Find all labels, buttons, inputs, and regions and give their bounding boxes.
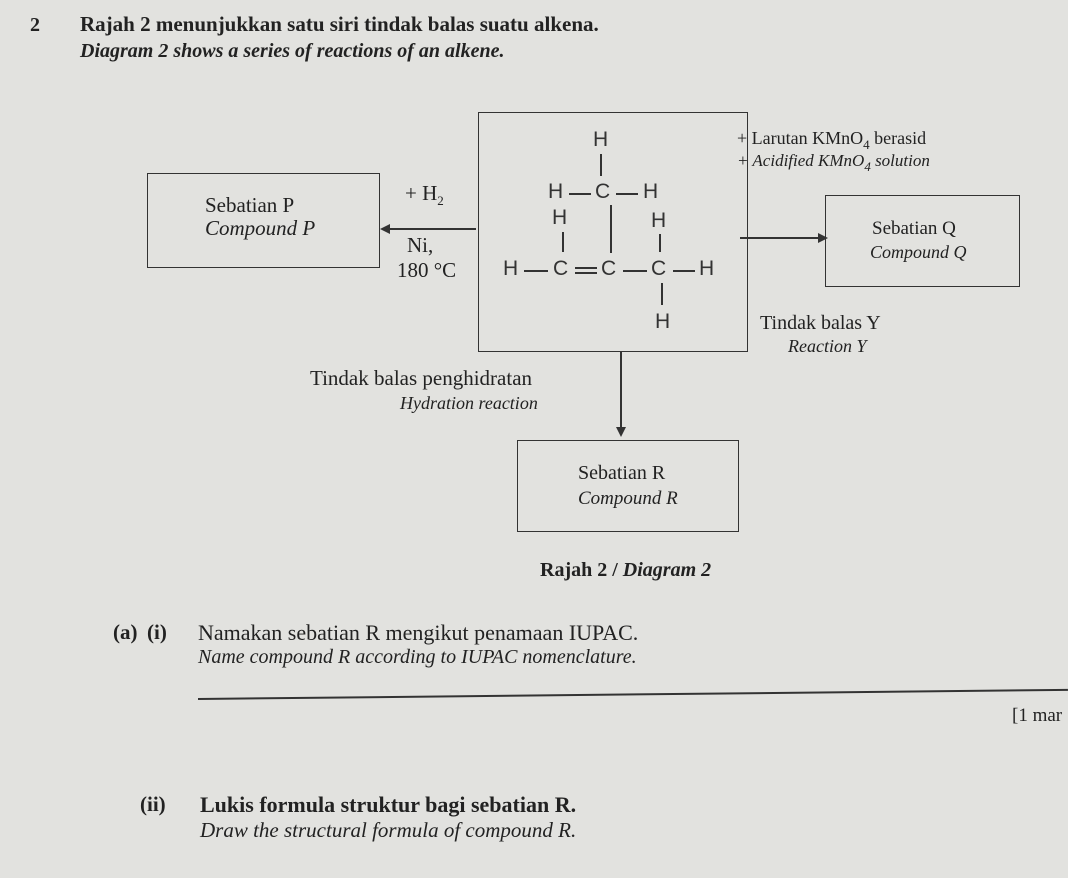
bond (562, 232, 564, 252)
arrow-to-q-head (818, 233, 828, 243)
bond (600, 154, 602, 176)
compound-q-box (825, 195, 1020, 287)
arrow-to-p-line (388, 228, 476, 230)
alkene-structure-box (478, 112, 748, 352)
diagram-caption: Rajah 2 / Diagram 2 (540, 559, 712, 581)
bond (673, 270, 695, 272)
intro-english: Diagram 2 shows a series of reactions of… (80, 40, 505, 62)
compound-p-label-malay: Sebatian P (205, 193, 295, 217)
hydration-label-english: Hydration reaction (400, 393, 538, 413)
question-number: 2 (30, 14, 40, 36)
bond (616, 193, 638, 195)
atom-c-methyl: C (595, 180, 611, 203)
sub-i-label: (i) (147, 620, 167, 644)
reaction-y-malay: Tindak balas Y (760, 312, 881, 334)
atom-c2: C (601, 257, 617, 280)
question-ai-english: Name compound R according to IUPAC nomen… (198, 646, 637, 668)
bond (661, 283, 663, 305)
bond (524, 270, 548, 272)
compound-r-label-malay: Sebatian R (578, 462, 666, 484)
condition-h2: + H2 (405, 181, 444, 208)
reaction-y-english: Reaction Y (788, 336, 867, 356)
intro-malay: Rajah 2 menunjukkan satu siri tindak bal… (80, 12, 599, 36)
atom-h-c1-top: H (552, 206, 568, 229)
atom-h-methyl-left: H (548, 180, 564, 203)
hydration-arrow-line (620, 352, 622, 428)
compound-p-label-english: Compound P (205, 216, 316, 240)
arrow-to-p-head (380, 224, 390, 234)
atom-h-top: H (593, 128, 609, 151)
sub-ii-label: (ii) (140, 792, 166, 816)
compound-p-box (147, 173, 380, 268)
condition-ni: Ni, (407, 233, 434, 257)
hydration-label-malay: Tindak balas penghidratan (310, 366, 533, 390)
reagent-malay: + Larutan KMnO4 berasid (737, 128, 927, 152)
question-aii-english: Draw the structural formula of compound … (200, 818, 577, 842)
marks-label: [1 mar (1012, 705, 1063, 726)
atom-h-bottom: H (655, 310, 671, 333)
compound-r-label-english: Compound R (578, 488, 678, 509)
atom-h-right: H (699, 257, 715, 280)
bond (569, 193, 591, 195)
bond-double-b (575, 272, 597, 274)
bond-double-a (575, 267, 597, 269)
bond (610, 205, 612, 253)
compound-r-box (517, 440, 739, 532)
arrow-to-q-line (740, 237, 820, 239)
bond (659, 234, 661, 252)
atom-h-methyl-right: H (643, 180, 659, 203)
atom-h-c3-top: H (651, 209, 667, 232)
question-aii-malay: Lukis formula struktur bagi sebatian R. (200, 792, 577, 817)
reagent-english: + Acidified KMnO4 solution (737, 151, 930, 174)
condition-temperature: 180 °C (397, 258, 457, 282)
compound-q-label-malay: Sebatian Q (872, 218, 956, 239)
atom-h-left: H (503, 257, 519, 280)
bond (623, 270, 647, 272)
question-ai-malay: Namakan sebatian R mengikut penamaan IUP… (198, 620, 639, 645)
hydration-arrow-head (616, 427, 626, 437)
atom-c3: C (651, 257, 667, 280)
compound-q-label-english: Compound Q (870, 242, 967, 262)
answer-line[interactable] (197, 688, 1068, 700)
part-a-label: (a) (113, 620, 138, 644)
atom-c1: C (553, 257, 569, 280)
